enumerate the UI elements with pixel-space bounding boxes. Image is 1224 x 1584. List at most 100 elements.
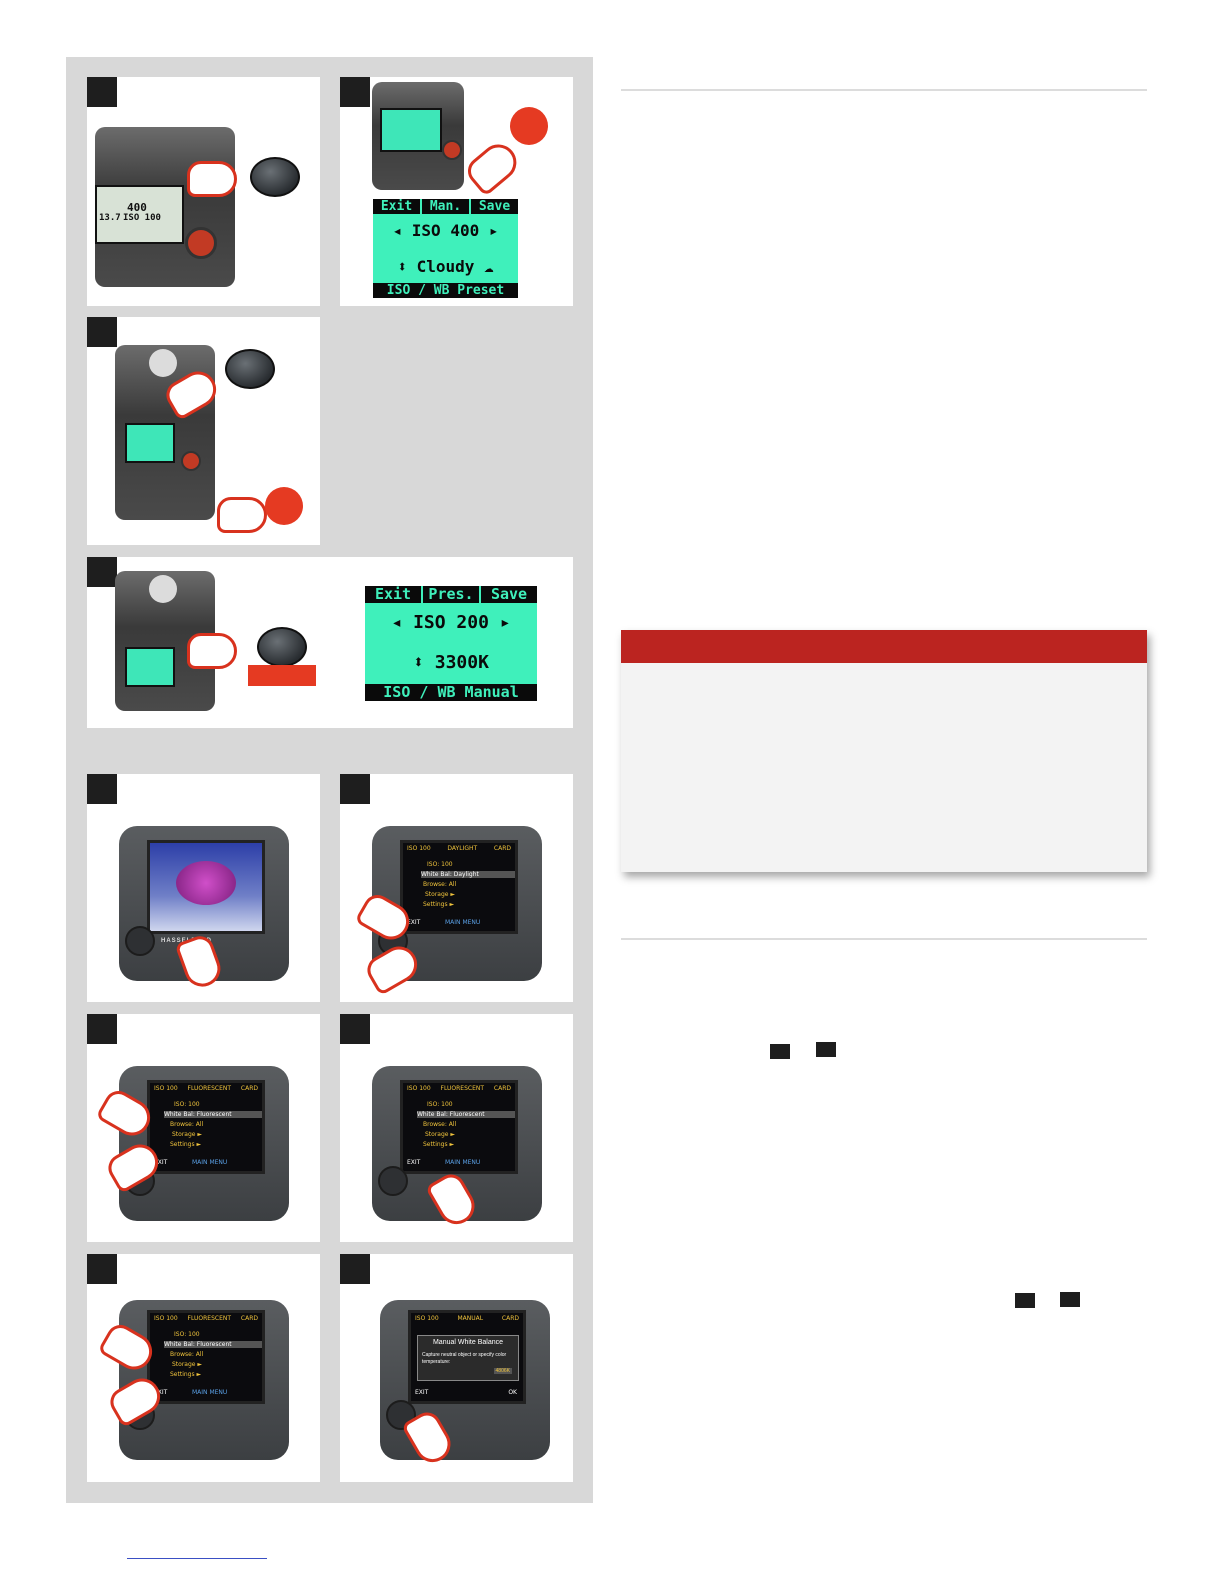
- lcd-exit-label: Exit: [373, 199, 422, 214]
- step-number-badge: [340, 77, 370, 107]
- menu-row-browse: Browse: All: [170, 1351, 262, 1358]
- lcd-wb-value: Cloudy: [417, 257, 475, 276]
- rear-dial-icon: [265, 487, 303, 525]
- menu-title: MAIN MENU: [192, 1389, 262, 1396]
- iso-wb-button-icon: [250, 157, 300, 197]
- illustration-panel-c: ISO 100 FLUORESCENT CARD ISO: 100 White …: [87, 1014, 320, 1242]
- step-reference-square: [770, 1044, 790, 1059]
- pointing-hand-icon: [187, 633, 237, 669]
- menu-header-card: CARD: [241, 1085, 258, 1092]
- lcd-menu-bar: Exit Pres. Save: [365, 586, 537, 603]
- step-number-badge: [87, 1014, 117, 1044]
- menu-exit-label: EXIT: [415, 1389, 523, 1396]
- control-wheel: [442, 140, 462, 160]
- lcd-wb-line: ⬍ 3300K: [365, 652, 537, 673]
- flower-image: [176, 861, 236, 905]
- dialog-color-temperature: 4806K: [494, 1368, 512, 1374]
- step-number-badge: [87, 774, 117, 804]
- menu-row-storage: Storage ►: [172, 1361, 262, 1368]
- illustration-panel-1: 400 ISO 100 13.7: [87, 77, 320, 306]
- menu-title: MAIN MENU: [445, 1159, 515, 1166]
- menu-header-iso: ISO 100: [407, 1085, 431, 1092]
- menu-row-browse: Browse: All: [423, 881, 515, 888]
- step-number-badge: [340, 774, 370, 804]
- preview-screen: [147, 840, 265, 934]
- lcd-iso-value: ISO 200: [413, 612, 489, 633]
- lcd-iso-line: ◂ ISO 400 ▸: [373, 221, 518, 240]
- dialog-text: Capture neutral object or specify color …: [422, 1352, 514, 1366]
- lcd-wb-value: 3300K: [435, 652, 489, 673]
- menu-row-settings: Settings ►: [170, 1371, 262, 1378]
- lcd-preset-label: Pres.: [423, 586, 481, 603]
- menu-header: ISO 100 MANUAL CARD: [411, 1315, 523, 1322]
- navigation-pad: [125, 926, 155, 956]
- small-lcd: [380, 108, 442, 152]
- front-dial-icon: [510, 107, 548, 145]
- menu-row-white-balance: White Bal: Daylight: [421, 871, 515, 878]
- navigation-pad: [378, 1166, 408, 1196]
- lcd-save-label: Save: [481, 586, 537, 603]
- menu-header-iso: ISO 100: [407, 845, 431, 852]
- lcd-iso-wb-preset: Exit Man. Save ◂ ISO 400 ▸ ⬍ Cloudy ☁ IS…: [373, 199, 518, 298]
- step-number-badge: [87, 1254, 117, 1284]
- menu-header-card: CARD: [502, 1315, 519, 1322]
- hot-shoe-dial: [149, 575, 177, 603]
- section-divider-top: [621, 89, 1147, 91]
- illustration-panel-3: [87, 317, 320, 545]
- lcd-manual-label: Man.: [422, 199, 471, 214]
- illustration-panel-f: ISO 100 MANUAL CARD Manual White Balance…: [340, 1254, 573, 1482]
- digital-back: ISO 100 FLUORESCENT CARD ISO: 100 White …: [119, 1066, 289, 1221]
- menu-screen: ISO 100 FLUORESCENT CARD ISO: 100 White …: [400, 1080, 518, 1174]
- step-number-badge: [87, 77, 117, 107]
- menu-row-settings: Settings ►: [423, 901, 515, 908]
- illustration-panel-b: ISO 100 DAYLIGHT CARD ISO: 100 White Bal…: [340, 774, 573, 1002]
- menu-header-iso: ISO 100: [154, 1085, 178, 1092]
- menu-header-iso: ISO 100: [154, 1315, 178, 1322]
- section-divider-middle: [621, 938, 1147, 940]
- menu-row-white-balance: White Bal: Fluorescent: [164, 1111, 262, 1118]
- step-number-badge: [87, 557, 117, 587]
- menu-screen: ISO 100 MANUAL CARD Manual White Balance…: [408, 1310, 526, 1404]
- menu-header: ISO 100 FLUORESCENT CARD: [150, 1085, 262, 1092]
- control-wheel: [185, 227, 217, 259]
- digital-back: ISO 100 MANUAL CARD Manual White Balance…: [380, 1300, 550, 1460]
- footer-link-underline[interactable]: [127, 1558, 267, 1559]
- lcd-footer: ISO / WB Preset: [373, 283, 518, 298]
- manual-wb-dialog: Manual White Balance Capture neutral obj…: [417, 1335, 519, 1381]
- illustration-panel-4: Exit Pres. Save ◂ ISO 200 ▸ ⬍ 3300K ISO …: [87, 557, 573, 728]
- menu-title: MAIN MENU: [445, 919, 515, 926]
- menu-row-iso: ISO: 100: [427, 1101, 515, 1108]
- menu-row-settings: Settings ►: [170, 1141, 262, 1148]
- small-lcd: [125, 423, 175, 463]
- menu-row-storage: Storage ►: [172, 1131, 262, 1138]
- menu-row-white-balance: White Bal: Fluorescent: [164, 1341, 262, 1348]
- pointing-hand-icon: [462, 137, 523, 197]
- menu-header-iso: ISO 100: [415, 1315, 439, 1322]
- camera-top-display: 400 ISO 100 13.7: [95, 185, 184, 244]
- step-reference-square: [1015, 1293, 1035, 1308]
- lcd-exit-label: Exit: [365, 586, 423, 603]
- menu-header: ISO 100 FLUORESCENT CARD: [150, 1315, 262, 1322]
- pointing-hand-icon: [187, 161, 237, 197]
- note-box: [621, 630, 1147, 872]
- display-exposure: 13.7: [99, 213, 121, 223]
- menu-title: MAIN MENU: [192, 1159, 262, 1166]
- menu-ok-label: OK: [508, 1389, 517, 1396]
- lcd-iso-wb-manual: Exit Pres. Save ◂ ISO 200 ▸ ⬍ 3300K ISO …: [365, 586, 537, 701]
- menu-row-storage: Storage ►: [425, 891, 515, 898]
- menu-row-white-balance: White Bal: Fluorescent: [417, 1111, 515, 1118]
- hot-shoe-dial: [149, 349, 177, 377]
- press-hold-indicator: [248, 665, 316, 686]
- lcd-save-label: Save: [471, 199, 518, 214]
- menu-row-browse: Browse: All: [170, 1121, 262, 1128]
- menu-row-browse: Browse: All: [423, 1121, 515, 1128]
- pointing-hand-icon: [217, 497, 267, 533]
- menu-row-iso: ISO: 100: [174, 1101, 262, 1108]
- menu-row-storage: Storage ►: [425, 1131, 515, 1138]
- illustration-panel-a: HASSELBLAD: [87, 774, 320, 1002]
- step-reference-square: [1060, 1292, 1080, 1307]
- menu-screen: ISO 100 DAYLIGHT CARD ISO: 100 White Bal…: [400, 840, 518, 934]
- menu-header-wb: FLUORESCENT: [188, 1315, 232, 1322]
- menu-header: ISO 100 DAYLIGHT CARD: [403, 845, 515, 852]
- step-number-badge: [340, 1254, 370, 1284]
